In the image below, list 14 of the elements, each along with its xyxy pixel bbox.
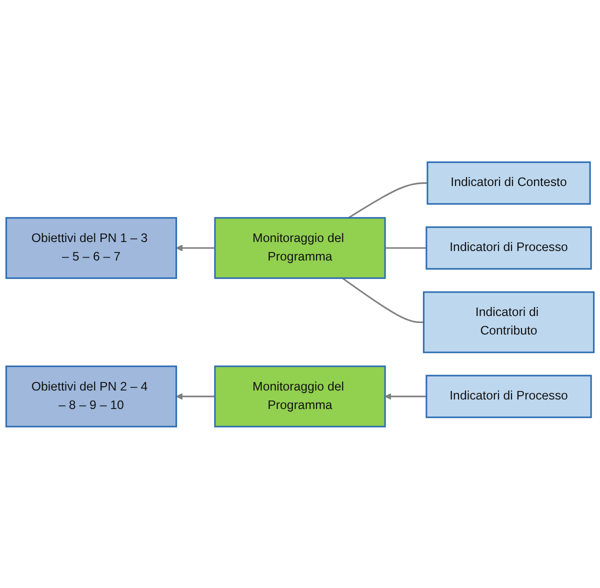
node-box: Obiettivi del PN 1 – 3 – 5 – 6 – 7 [5, 216, 178, 279]
arrow [176, 392, 215, 400]
arrow [176, 244, 215, 251]
arrow [384, 392, 426, 400]
connector [342, 277, 424, 323]
node-box: Monitoraggio del Programma [214, 365, 386, 427]
connector [348, 182, 428, 218]
node-box: Obiettivi del PN 2 – 4 – 8 – 9 – 10 [5, 365, 178, 427]
node-box: Indicatori di Contesto [426, 161, 591, 204]
node-box: Indicatori di Processo [426, 226, 592, 270]
connector [385, 246, 426, 248]
node-box: Indicatori di Contributo [422, 290, 595, 353]
node-box: Indicatori di Processo [426, 374, 592, 418]
node-box: Monitoraggio del Programma [214, 216, 386, 279]
